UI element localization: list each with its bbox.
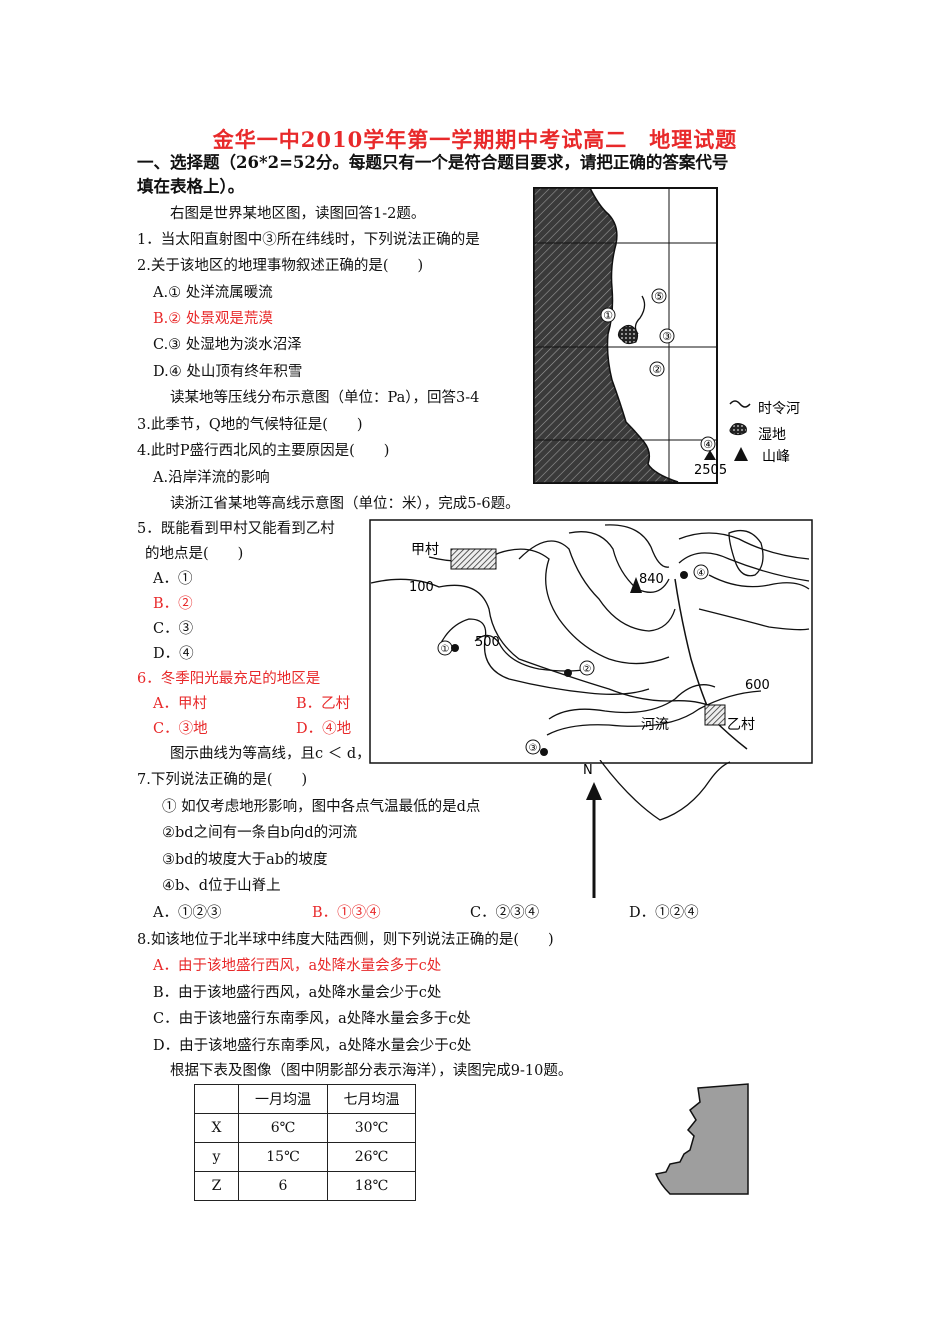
question-intro-9-10: 根据下表及图像（图中阴影部分表示海洋），读图完成9-10题。 bbox=[170, 1063, 573, 1079]
point-4: ④ bbox=[697, 568, 706, 579]
option-q8-d: D．由于该地盛行东南季风，a处降水量会少于c处 bbox=[153, 1038, 472, 1054]
marker-2: ② bbox=[652, 363, 662, 376]
contour-lines bbox=[370, 524, 810, 736]
option-q2-b: B.② 处景观是荒漠 bbox=[153, 311, 273, 327]
option-q6-c: C．③地 bbox=[153, 721, 208, 737]
option-q8-a: A．由于该地盛行西风，a处降水量会多于c处 bbox=[153, 958, 442, 974]
option-q6-b: B．乙村 bbox=[296, 696, 351, 712]
legend-seasonal-river: 时令河 bbox=[758, 401, 800, 417]
north-arrow-figure: N bbox=[583, 760, 731, 898]
question-intro-3-4: 读某地等压线分布示意图（单位：Pa），回答3-4 bbox=[170, 390, 480, 406]
river-label: 河流 bbox=[641, 717, 669, 733]
map-legend: 时令河 湿地 山峰 bbox=[729, 400, 800, 465]
table-cell: X bbox=[194, 1113, 239, 1143]
statement-1: ① 如仅考虑地形影响，图中各点气温最低的是d点 bbox=[162, 799, 481, 815]
option-q5-d: D．④ bbox=[153, 646, 194, 662]
option-q5-a: A．① bbox=[153, 571, 193, 587]
question-8: 8.如该地位于北半球中纬度大陆西侧，则下列说法正确的是( ) bbox=[137, 932, 554, 948]
contour-map: 甲村 乙村 河流 100 500 600 840 ① ② ③ ④ bbox=[369, 519, 813, 764]
contour-label-500: 500 bbox=[475, 635, 500, 650]
table-cell: 30℃ bbox=[327, 1113, 416, 1143]
north-arrow-head bbox=[586, 782, 602, 800]
statement-4: ④b、d位于山脊上 bbox=[162, 878, 281, 894]
village-jia-block bbox=[450, 548, 497, 570]
option-q2-d: D.④ 处山顶有终年积雪 bbox=[153, 364, 303, 380]
legend-peak: 山峰 bbox=[762, 449, 790, 465]
option-q7-d: D．①②④ bbox=[629, 905, 699, 921]
peak-legend-icon bbox=[734, 447, 748, 461]
river-line bbox=[674, 578, 748, 750]
marker-4: ④ bbox=[703, 438, 713, 451]
section-heading-line2: 填在表格上）。 bbox=[137, 177, 245, 196]
sea-shading bbox=[654, 1083, 749, 1195]
table-cell: 6℃ bbox=[238, 1113, 328, 1143]
north-label: N bbox=[583, 763, 593, 778]
peak-icon bbox=[704, 450, 716, 460]
table-header-cell: 七月均温 bbox=[327, 1084, 416, 1114]
statement-2: ②bd之间有一条自b向d的河流 bbox=[162, 825, 358, 841]
question-2: 2.关于该地区的地理事物叙述正确的是( ) bbox=[137, 258, 424, 274]
table-cell: Z bbox=[194, 1171, 239, 1201]
option-q2-a: A.① 处洋流属暖流 bbox=[153, 285, 273, 301]
contour-label-100: 100 bbox=[409, 580, 434, 595]
legend-wetland: 湿地 bbox=[758, 427, 786, 443]
question-1: 1．当太阳直射图中③所在纬线时，下列说法正确的是 bbox=[137, 232, 480, 248]
marker-5: ⑤ bbox=[654, 290, 664, 303]
question-intro: 右图是世界某地区图，读图回答1-2题。 bbox=[170, 206, 426, 222]
question-7: 7.下列说法正确的是( ) bbox=[137, 772, 308, 788]
wetland bbox=[617, 324, 639, 345]
table-row: X 6℃ 30℃ bbox=[194, 1113, 416, 1143]
contour-label-600: 600 bbox=[745, 678, 770, 693]
option-q6-d: D．④地 bbox=[296, 721, 352, 737]
table-row: y 15℃ 26℃ bbox=[194, 1142, 416, 1172]
option-q4-a: A.沿岸洋流的影响 bbox=[153, 470, 270, 486]
peak-elevation: 2505 bbox=[694, 463, 727, 478]
table-cell: y bbox=[194, 1142, 239, 1172]
option-q8-c: C．由于该地盛行东南季风，a处降水量会多于c处 bbox=[153, 1011, 471, 1027]
seasonal-river-legend-icon bbox=[729, 400, 751, 408]
marker-3: ③ bbox=[662, 330, 672, 343]
table-cell: 15℃ bbox=[238, 1142, 328, 1172]
point-1: ① bbox=[441, 644, 450, 655]
question-4: 4.此时P盛行西北风的主要原因是( ) bbox=[137, 443, 390, 459]
statement-3: ③bd的坡度大于ab的坡度 bbox=[162, 852, 328, 868]
table-cell: 6 bbox=[238, 1171, 328, 1201]
table-cell: 26℃ bbox=[327, 1142, 416, 1172]
table-header-row: 一月均温 七月均温 bbox=[194, 1084, 416, 1114]
section-heading-line1: 一、选择题（26*2=52分。每题只有一个是符合题目要求，请把正确的答案代号 bbox=[137, 153, 729, 172]
option-q8-b: B．由于该地盛行西风，a处降水量会少于c处 bbox=[153, 985, 442, 1001]
table-header-cell bbox=[194, 1084, 239, 1114]
option-q7-c: C．②③④ bbox=[470, 905, 540, 921]
option-q7-a: A．①②③ bbox=[153, 905, 222, 921]
village-jia-label: 甲村 bbox=[411, 542, 439, 558]
temperature-table: 一月均温 七月均温 X 6℃ 30℃ y 15℃ 26℃ Z 6 18℃ bbox=[194, 1084, 416, 1201]
page-title: 金华一中2010学年第一学期期中考试高二 地理试题 bbox=[212, 127, 738, 152]
question-6: 6．冬季阳光最充足的地区是 bbox=[137, 671, 321, 687]
point-3: ③ bbox=[529, 743, 538, 754]
question-5: 5．既能看到甲村又能看到乙村 bbox=[137, 521, 335, 537]
peak-icon bbox=[630, 577, 642, 593]
question-3: 3.此季节，Q地的气候特征是( ) bbox=[137, 417, 363, 433]
point-2: ② bbox=[583, 664, 592, 675]
village-yi-label: 乙村 bbox=[727, 717, 755, 733]
table-cell: 18℃ bbox=[327, 1171, 416, 1201]
option-q2-c: C.③ 处湿地为淡水沼泽 bbox=[153, 337, 302, 353]
question-5-cont: 的地点是( ) bbox=[145, 546, 244, 562]
marker-1: ① bbox=[603, 309, 613, 322]
table-row: Z 6 18℃ bbox=[194, 1171, 416, 1201]
question-intro-5-6: 读浙江省某地等高线示意图（单位：米），完成5-6题。 bbox=[170, 496, 520, 512]
wetland-legend-icon bbox=[729, 423, 747, 436]
village-yi-block bbox=[704, 704, 726, 726]
option-q6-a: A．甲村 bbox=[153, 696, 207, 712]
contour-curve bbox=[599, 760, 731, 821]
option-q7-b: B．①③④ bbox=[312, 905, 381, 921]
coastline-figure bbox=[654, 1083, 749, 1195]
region-map: ① ② ③ ④ ⑤ 2505 bbox=[533, 187, 727, 484]
land-hatch bbox=[533, 187, 679, 484]
option-q5-b: B．② bbox=[153, 596, 193, 612]
option-q5-c: C．③ bbox=[153, 621, 194, 637]
table-header-cell: 一月均温 bbox=[238, 1084, 328, 1114]
peak-elevation-840: 840 bbox=[639, 572, 664, 587]
